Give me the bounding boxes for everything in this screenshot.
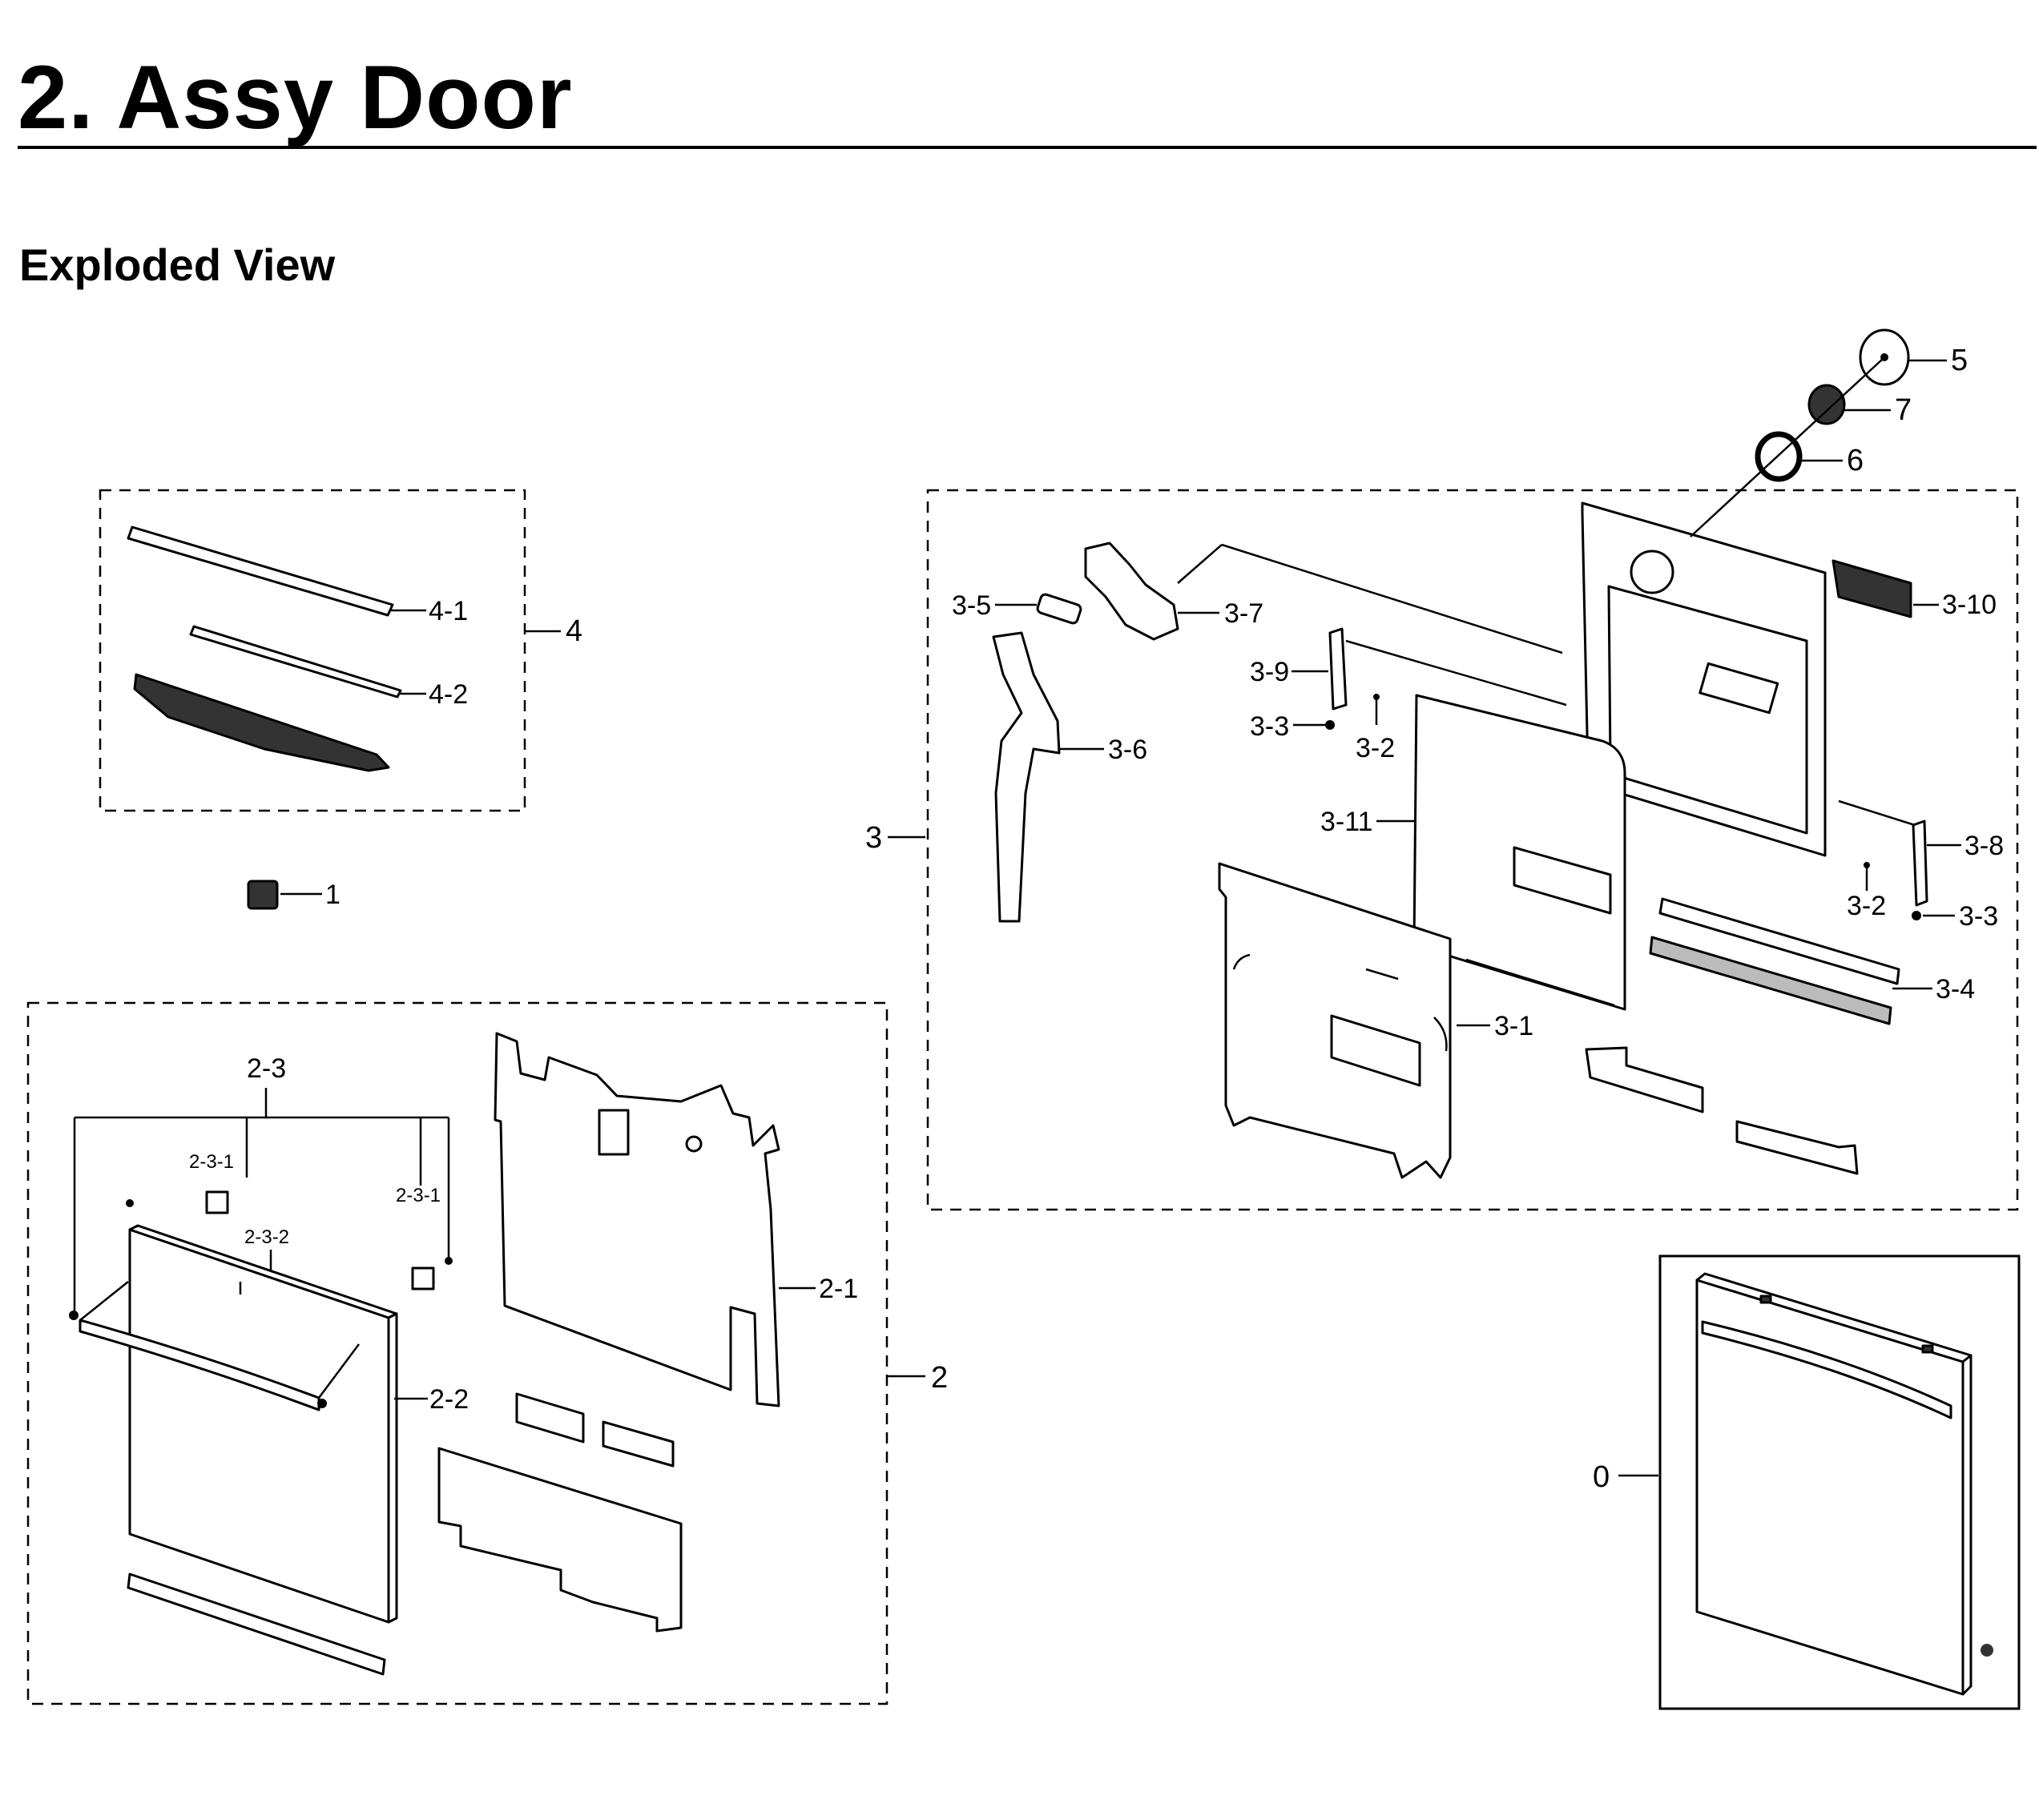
label-3-3-left: 3-3	[1250, 711, 1289, 742]
label-3: 3	[865, 821, 882, 855]
label-0: 0	[1593, 1460, 1610, 1494]
part-3-4-rail-top	[1658, 897, 1900, 985]
part-2-2-panel-side	[387, 1312, 398, 1624]
part-3-10-control	[1831, 559, 1912, 618]
group-4-box	[99, 489, 526, 812]
group-3-box	[926, 489, 2019, 1211]
label-2-2: 2-2	[429, 1384, 469, 1415]
assembled-door-handle	[1701, 1320, 1952, 1419]
part-block-2	[602, 1420, 675, 1468]
label-3-6: 3-6	[1108, 735, 1147, 765]
title-rule	[18, 146, 2037, 149]
part-3-3-screw-right	[1912, 911, 1921, 920]
part-2-2-front-panel	[128, 1228, 390, 1624]
part-3-9-hinge	[1328, 627, 1348, 711]
part-bottom-trim	[127, 1572, 386, 1676]
part-3-8-hinge	[1912, 819, 1928, 907]
part-1-clip	[247, 880, 279, 910]
label-2-1: 2-1	[819, 1274, 858, 1304]
part-6-gasket	[1755, 431, 1803, 482]
part-2-1-window	[598, 1109, 630, 1156]
label-1: 1	[325, 880, 341, 910]
label-3-7: 3-7	[1224, 598, 1263, 629]
part-bracket-left	[1585, 1046, 1704, 1113]
label-4: 4	[566, 614, 582, 648]
part-block-1	[515, 1392, 585, 1444]
label-2-3: 2-3	[247, 1053, 286, 1084]
part-3-dispenser-opening	[1630, 550, 1674, 594]
part-3-5-seal	[1036, 593, 1082, 625]
label-2-3-2: 2-3-2	[244, 1226, 289, 1248]
part-3-4-rail-bottom	[1649, 936, 1892, 1025]
assembled-door-0: 0	[1593, 1254, 2021, 1710]
label-2-3-1-right: 2-3-1	[396, 1185, 441, 1206]
part-2-3-1-clip-left	[205, 1190, 229, 1214]
part-7-ring	[1807, 384, 1846, 425]
label-2-3-1-left: 2-3-1	[189, 1151, 234, 1173]
label-4-1: 4-1	[429, 596, 468, 626]
part-3-inner-tub	[1607, 585, 1808, 835]
label-3-11: 3-11	[1320, 807, 1373, 837]
group-3-assembly: 3 5 7 6 3-10 3-7 3-5 3-6	[865, 328, 2019, 1211]
assembled-door-side	[1961, 1354, 1973, 1696]
part-3-3-screw-left	[1325, 720, 1335, 730]
group-2-assembly: 2-3 2-3-1 2-3-1 2-3-2 2-2	[26, 1001, 948, 1705]
part-4-2-strip	[189, 625, 402, 699]
page-title: 2. Assy Door	[18, 47, 573, 147]
part-4-grill	[133, 673, 390, 772]
label-3-8: 3-8	[1964, 831, 2004, 861]
part-2-1-inner-panel	[494, 1032, 780, 1407]
label-7: 7	[1895, 393, 1912, 427]
label-3-10: 3-10	[1942, 590, 1997, 620]
label-3-1: 3-1	[1494, 1011, 1533, 1041]
label-3-3-right: 3-3	[1959, 901, 1998, 932]
label-3-5: 3-5	[952, 590, 991, 621]
part-1: 1	[247, 880, 341, 910]
label-2: 2	[931, 1361, 948, 1395]
part-2-3-1-clip-right	[411, 1266, 435, 1291]
part-3-7-dispenser	[1084, 542, 1179, 641]
section-subtitle: Exploded View	[19, 240, 336, 290]
label-6: 6	[1847, 444, 1864, 477]
group-2-box	[26, 1001, 889, 1705]
part-4-1-strip	[127, 525, 394, 617]
label-3-2-right: 3-2	[1847, 891, 1886, 921]
label-5: 5	[1951, 344, 1968, 377]
part-3-6-duct	[992, 631, 1061, 923]
part-bracket-right	[1735, 1120, 1859, 1175]
label-3-9: 3-9	[1250, 657, 1289, 687]
part-lower-insulation	[437, 1447, 683, 1633]
label-3-2-left: 3-2	[1356, 733, 1395, 763]
label-3-4: 3-4	[1936, 974, 1975, 1005]
label-4-2: 4-2	[429, 679, 468, 710]
assembled-door-box	[1658, 1254, 2021, 1710]
group-4-assembly: 4-1 4-2 4	[99, 489, 582, 812]
part-handle	[79, 1319, 320, 1411]
